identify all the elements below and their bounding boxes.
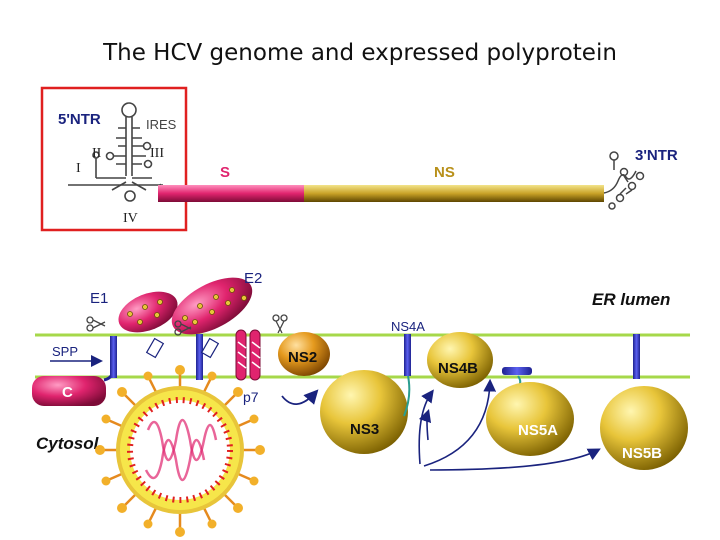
e2-transmembrane xyxy=(196,334,203,380)
ns5b-label: NS5B xyxy=(622,445,662,462)
ires-label: IRES xyxy=(146,117,177,132)
er-lumen-label: ER lumen xyxy=(592,290,670,309)
hcv-virion-icon xyxy=(95,365,265,537)
p7-label: p7 xyxy=(243,389,259,405)
core-protein xyxy=(32,376,106,406)
ns5b-protein xyxy=(600,386,688,470)
e1-transmembrane xyxy=(110,336,117,378)
ns3-cleavage-arrows xyxy=(418,378,601,471)
three-ntr-structure-icon xyxy=(603,151,645,210)
ns5a-amphipathic-helix xyxy=(502,367,532,375)
genome-nonstructural-segment xyxy=(304,185,604,202)
ns2-protein xyxy=(278,332,330,376)
segment-ns-label: NS xyxy=(434,164,455,181)
p7-protein xyxy=(235,329,261,381)
page-title: The HCV genome and expressed polyprotein xyxy=(103,40,617,66)
ns3-label: NS3 xyxy=(350,421,379,438)
spp-label: SPP xyxy=(52,344,78,359)
ns2-autocleavage-arrow xyxy=(281,389,319,405)
five-ntr-label: 5'NTR xyxy=(58,111,101,128)
cytosol-label: Cytosol xyxy=(36,434,100,453)
loop-iii-label: III xyxy=(150,146,164,161)
ns5a-label: NS5A xyxy=(518,422,558,439)
loop-iv-label: IV xyxy=(123,211,138,226)
ns3-protein xyxy=(320,370,408,454)
core-label: C xyxy=(62,384,73,401)
genome-structural-segment xyxy=(158,185,306,202)
loop-ii-label: II xyxy=(92,146,102,161)
ns2-label: NS2 xyxy=(288,349,317,366)
ns4b-label: NS4B xyxy=(438,360,478,377)
loop-i-label: I xyxy=(76,161,81,176)
e1-label: E1 xyxy=(90,290,108,307)
e2-label: E2 xyxy=(244,270,262,287)
ns4a-label: NS4A xyxy=(391,319,425,334)
e1-glycoprotein xyxy=(118,291,178,333)
ires-highlight-box xyxy=(40,86,188,232)
scissors-icon xyxy=(86,314,288,336)
ns5a-protein xyxy=(486,382,574,456)
ns4b-protein xyxy=(427,332,493,388)
glycan-dots xyxy=(127,287,247,325)
signal-peptidase-icon xyxy=(145,337,220,359)
ns4a-transmembrane xyxy=(404,334,411,376)
segment-s-label: S xyxy=(220,164,230,181)
three-ntr-label: 3'NTR xyxy=(635,147,678,164)
ns5b-transmembrane xyxy=(633,334,640,379)
